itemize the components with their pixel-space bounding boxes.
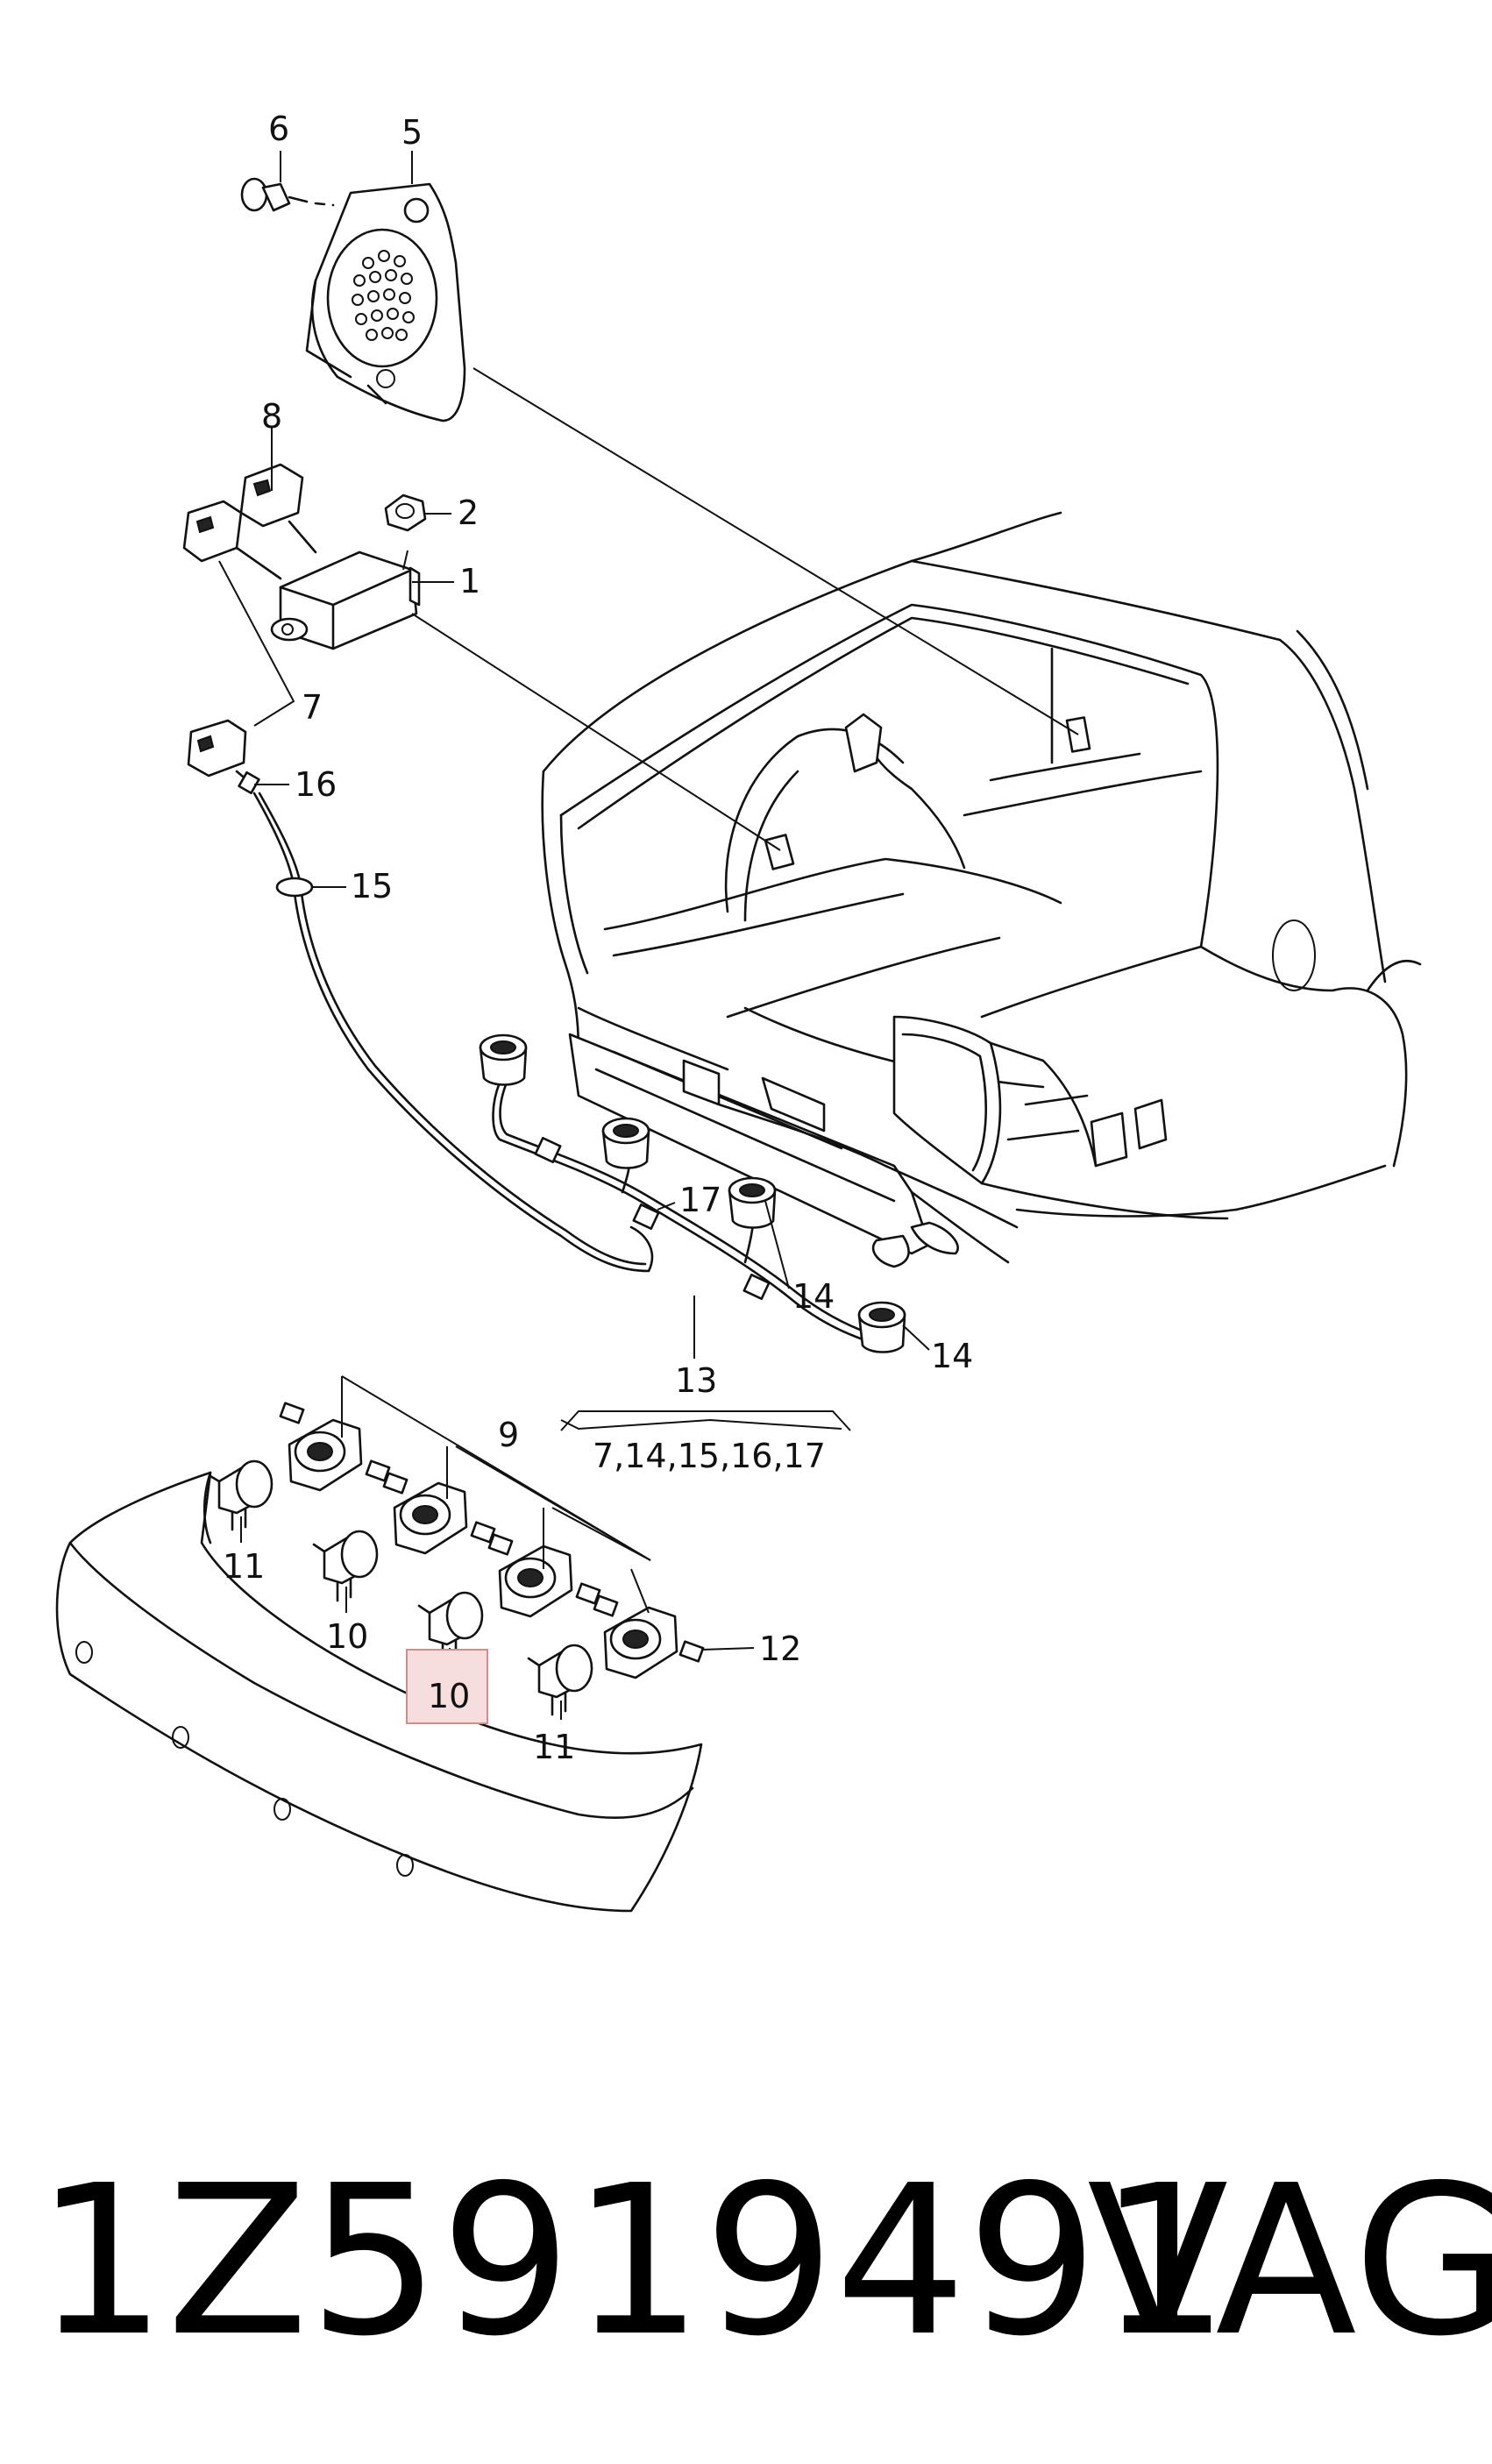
set-bracket	[560, 1410, 851, 1431]
callout-10a: 10	[326, 1617, 368, 1656]
callout-13-set: 7,14,15,16,17	[593, 1437, 826, 1475]
car-body-illustration	[541, 511, 1422, 1268]
callout-14b: 14	[931, 1337, 973, 1375]
callout-11a: 11	[223, 1547, 265, 1586]
nut-part	[384, 494, 427, 532]
callout-10b: 10	[428, 1677, 470, 1715]
callout-labels: 6 5 8 2 1 7 16 15 17 14 14 13 7,14,15,16…	[223, 110, 973, 1766]
callout-1: 1	[459, 562, 480, 600]
warning-buzzer-part	[305, 182, 466, 423]
part-number: 1Z5919491	[35, 2141, 1230, 2382]
callout-6: 6	[268, 110, 289, 148]
callout-14a: 14	[792, 1277, 835, 1316]
sensor-10-middle	[312, 1530, 379, 1602]
callout-15: 15	[351, 867, 393, 905]
callout-16: 16	[295, 765, 337, 804]
harness-connector-2	[601, 1117, 650, 1169]
bolt-part	[240, 177, 335, 212]
callout-12: 12	[759, 1630, 801, 1668]
harness-connector-3	[728, 1176, 777, 1229]
speaker-grille	[352, 250, 415, 341]
callout-7: 7	[302, 688, 323, 727]
callout-13: 13	[675, 1361, 717, 1400]
callout-8: 8	[261, 397, 282, 436]
wiring-harness-part	[479, 1033, 906, 1353]
grommet-15	[275, 877, 314, 898]
sensor-11-left	[209, 1459, 274, 1531]
harness-connector-1	[479, 1033, 528, 1086]
brand-name: VAG	[1087, 2141, 1492, 2382]
callout-11b: 11	[533, 1728, 575, 1766]
highlight-box	[406, 1649, 488, 1724]
harness-connector-4	[857, 1301, 906, 1353]
callout-17: 17	[679, 1181, 721, 1219]
callout-5: 5	[401, 113, 423, 152]
callout-2: 2	[458, 494, 479, 532]
leader-lines	[240, 151, 1079, 1720]
callout-9: 9	[498, 1416, 519, 1454]
cable-15	[252, 792, 654, 1273]
adhesive-ring-12	[679, 1640, 705, 1663]
connector-8-part	[182, 463, 317, 580]
sensor-10-highlighted	[417, 1591, 484, 1664]
control-unit-part	[270, 550, 421, 650]
sensor-11-right	[527, 1644, 593, 1716]
connector-7-part	[187, 719, 260, 795]
sensor-holders-part	[279, 1402, 679, 1679]
rear-bumper-part	[55, 1471, 703, 1913]
